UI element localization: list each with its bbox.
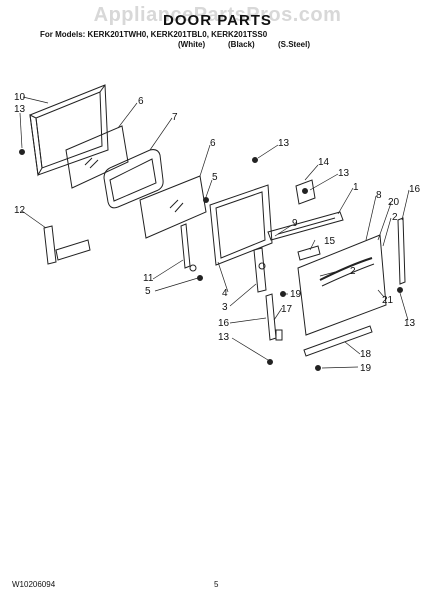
callout-6b: 6	[210, 138, 216, 149]
callout-3: 3	[222, 302, 228, 313]
callout-2b: 2	[350, 266, 356, 277]
callout-13: 13	[14, 104, 26, 115]
watermark: AppliancePartsPros.com	[93, 4, 342, 26]
callout-16b: 16	[218, 318, 230, 329]
glass-panel-middle	[139, 175, 207, 239]
hinge-assembly	[253, 247, 267, 293]
callout-17: 17	[281, 304, 293, 315]
callout-13b: 13	[278, 138, 290, 149]
gasket	[103, 149, 164, 209]
callout-19: 19	[290, 289, 302, 300]
callout-1: 1	[353, 182, 359, 193]
outer-door-panel	[297, 234, 387, 336]
callout-19b: 19	[360, 363, 372, 374]
callout-18: 18	[360, 349, 372, 360]
outer-door-frame	[29, 84, 109, 177]
bracket-14	[295, 179, 316, 205]
callout-11: 11	[143, 273, 154, 284]
callout-13d: 13	[218, 332, 230, 343]
vent-strip	[297, 245, 321, 261]
variant-white: (White)	[178, 40, 206, 49]
callout-2: 2	[392, 212, 398, 223]
glass-panel-top	[65, 125, 129, 189]
callout-5b: 5	[145, 286, 151, 297]
callout-14: 14	[318, 157, 330, 168]
right-trim	[397, 217, 406, 285]
lower-channel	[265, 293, 277, 341]
callout-5: 5	[212, 172, 218, 183]
side-bracket-left	[43, 225, 91, 265]
screws	[19, 149, 403, 371]
top-trim	[267, 211, 344, 241]
variant-steel: (S.Steel)	[278, 40, 311, 49]
page-number: 5	[214, 580, 219, 589]
document-number: W10206094	[12, 580, 56, 589]
bottom-trim	[303, 325, 373, 357]
part-callouts: 10 13 6 7 6 13 14 13 5 1 8 16 12 9 20 2 …	[14, 92, 421, 374]
hinge-channel	[180, 223, 197, 272]
page-title: DOOR PARTS	[163, 12, 272, 29]
variant-black: (Black)	[228, 40, 255, 49]
callout-8: 8	[376, 190, 382, 201]
callout-20: 20	[388, 197, 400, 208]
callout-16: 16	[409, 184, 421, 195]
callout-4: 4	[222, 288, 228, 299]
insert-17	[275, 329, 283, 341]
callout-6: 6	[138, 96, 144, 107]
callout-7: 7	[172, 112, 178, 123]
callout-12: 12	[14, 205, 26, 216]
callout-15: 15	[324, 236, 336, 247]
inner-door-frame	[209, 184, 273, 266]
callout-13c: 13	[338, 168, 350, 179]
models-line: For Models: KERK201TWH0, KERK201TBL0, KE…	[40, 30, 268, 39]
callout-9: 9	[292, 218, 298, 229]
callout-10: 10	[14, 92, 26, 103]
callout-21: 21	[382, 295, 394, 306]
callout-13e: 13	[404, 318, 416, 329]
leader-lines	[19, 96, 410, 369]
